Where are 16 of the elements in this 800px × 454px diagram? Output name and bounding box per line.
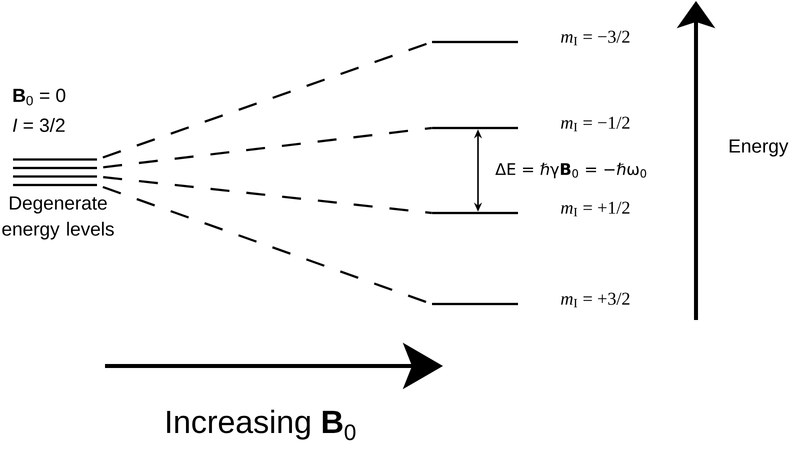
energy-level-line (432, 40, 518, 44)
energy-level-line (13, 175, 97, 178)
field-label: B$_{0}$ = 0 (13, 88, 66, 106)
axis-label: Increasing B$_{0}$ (167, 410, 356, 440)
level-label: m$_{I}$ = +1/2 (561, 202, 630, 216)
energy-level-line (13, 158, 97, 161)
spin-label: I = 3/2 (12, 118, 65, 132)
level-caption: Degenerate energy levels (2, 196, 114, 240)
level-label: m$_{I}$ = −1/2 (561, 116, 630, 132)
energy-level-line (432, 302, 518, 306)
energy-level-line (13, 184, 97, 186)
level-label: m$_{I}$ = −3/2 (561, 30, 630, 46)
edge-label: ΔE = ℏγB$_{0}$ = −ℏω$_{0}$ (495, 162, 646, 178)
axis-label: Energy (730, 140, 788, 156)
level-label: m$_{I}$ = +3/2 (561, 292, 630, 308)
energy-level-line (13, 166, 97, 170)
